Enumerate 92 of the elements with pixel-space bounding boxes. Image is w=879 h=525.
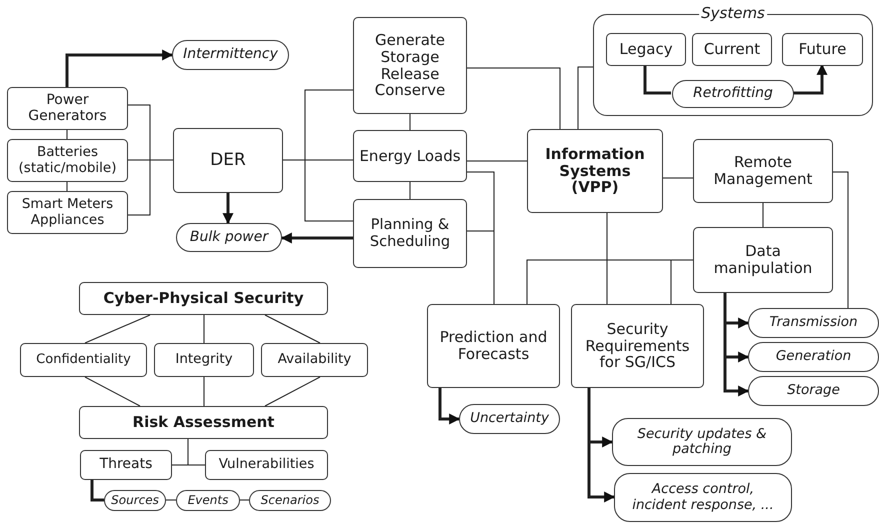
process-box [693,139,833,203]
node-label: Confidentiality [36,352,131,368]
node-label: Storage [787,383,840,399]
process-box [353,17,467,114]
process-box [205,450,328,480]
process-box [693,227,833,293]
node-label: Batteries (static/mobile) [18,145,118,176]
outcome-pill [249,490,331,511]
process-box [7,139,128,182]
outcome-pill [176,223,282,252]
node-label: Vulnerabilities [218,457,314,473]
node-label: Threats [100,457,152,473]
outcome-pill [748,308,879,338]
outcome-pill [672,80,794,108]
arrow [222,193,234,224]
arrow [438,388,460,424]
connector-line [644,65,671,94]
process-box [606,33,686,66]
process-box [692,33,772,66]
connector-line [188,438,206,466]
heading-box [79,282,328,315]
node-label: Retrofitting [693,86,773,102]
node-label: Generation [776,349,852,365]
process-box [7,191,128,234]
node-label: Security updates & patching [636,426,768,458]
node-label: Planning & Scheduling [368,217,452,250]
process-box [427,304,560,388]
process-box [782,33,863,66]
connector-line [264,376,320,406]
outcome-pill [459,404,560,434]
connector-line [762,202,764,228]
node-label: Transmission [769,315,858,331]
outcome-pill [612,418,792,466]
group-title: Systems [699,4,767,22]
arrow [793,64,828,94]
node-label: Integrity [175,352,233,368]
outcome-pill [748,342,879,372]
process-box [173,128,283,193]
node-label: Future [798,41,846,58]
node-label: Events [188,494,228,508]
arrow [280,232,353,244]
outcome-pill [614,473,792,522]
connector-line [466,68,560,130]
node-label: Current [704,41,760,58]
node-label: Prediction and Forecasts [438,329,548,363]
node-label: Uncertainty [470,411,549,427]
outcome-pill [172,40,289,70]
connector-line [128,160,174,216]
outcome-pill [104,490,166,511]
node-label: Energy Loads [359,148,461,164]
node-label: Remote Management [712,154,814,188]
process-box [353,130,467,182]
node-label: Risk Assessment [132,414,274,431]
connector-line [90,480,104,502]
node-label: Smart Meters Appliances [20,197,114,228]
node-label: Availability [278,352,352,368]
connector-line [84,314,150,344]
process-box [154,343,254,377]
node-label: Legacy [619,41,673,58]
process-box [80,450,172,480]
process-box [261,343,368,377]
connector-line [66,130,68,140]
node-label: Data manipulation [712,243,814,277]
connector-line [466,230,494,304]
outcome-pill [748,376,879,406]
connector-line [84,376,140,406]
connector-line [466,160,528,162]
node-label: Generate Storage Release Conserve [374,32,446,100]
node-label: Information Systems (VPP) [544,146,646,196]
node-label: Access control, incident response, ... [631,482,775,513]
node-label: Bulk power [190,230,268,246]
connector-line [282,160,354,222]
heading-box [79,406,328,439]
node-label: Sources [111,494,159,508]
heading-box [527,129,663,213]
connector-line [264,314,320,344]
process-box [353,199,467,268]
connector-line [578,66,594,130]
connector-line [832,172,848,308]
connector-line [66,182,68,192]
node-label: Intermittency [183,47,278,63]
outcome-pill [176,490,240,511]
connector-line [670,260,694,304]
process-box [571,304,704,388]
node-label: DER [210,150,246,170]
node-label: Cyber-Physical Security [103,290,304,307]
process-box [7,87,128,130]
arrow [66,50,174,87]
node-label: Security Requirements for SG/ICS [584,320,691,372]
node-label: Power Generators [27,92,108,124]
process-box [20,343,147,377]
node-label: Scenarios [260,494,320,508]
